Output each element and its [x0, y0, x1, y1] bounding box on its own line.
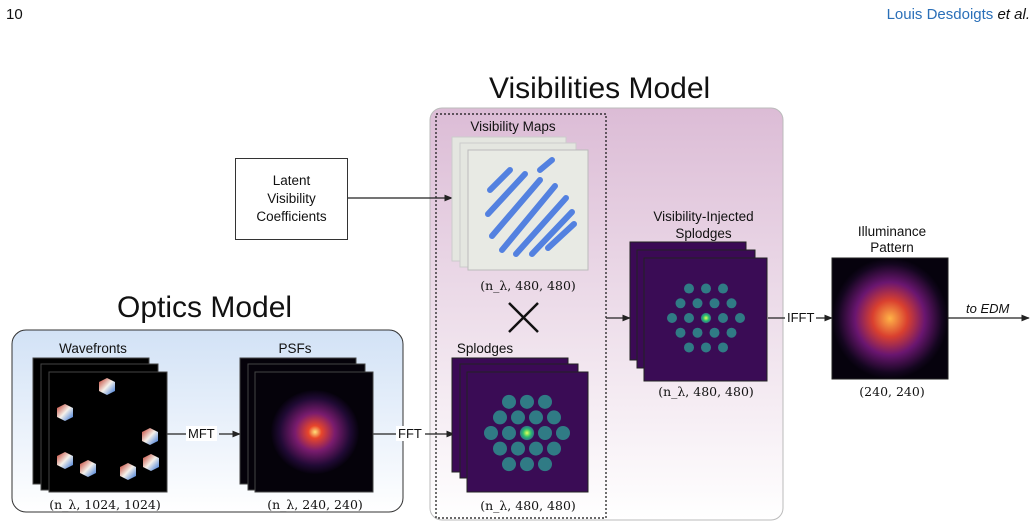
splodge-dot-3	[502, 457, 516, 472]
injected-dot-10	[709, 327, 720, 338]
wavefronts-stack	[32, 357, 168, 493]
wavefronts-shape: (n_λ, 1024, 1024)	[49, 497, 161, 512]
injected-dot-center	[700, 312, 712, 324]
wavefront-hexagons	[57, 378, 159, 480]
splodge-dot-12	[520, 394, 534, 409]
injected-dot-14	[718, 313, 728, 323]
author-link[interactable]: Louis Desdoigts	[886, 6, 994, 23]
injected-dot-2	[675, 327, 686, 338]
latent-line2: Visibility	[267, 191, 316, 206]
latent-line3: Coefficients	[256, 209, 327, 224]
injected-dot-9	[692, 298, 703, 309]
splodge-dot-center	[519, 425, 535, 441]
psfs-shape: (n_λ, 240, 240)	[267, 497, 363, 512]
injected-dot-1	[667, 313, 677, 323]
splodge-dot-17	[547, 410, 561, 425]
injected-stack	[629, 241, 768, 382]
psfs-label: PSFs	[278, 341, 312, 356]
latent-line1: Latent	[272, 173, 311, 188]
splodge-dot-13	[529, 410, 543, 425]
splodge-dot-9	[511, 410, 525, 425]
splodges-label: Splodges	[456, 341, 514, 356]
injected-dot-18	[735, 313, 745, 323]
injected-dot-7	[701, 342, 711, 353]
running-author: Louis Desdoigts et al.	[887, 6, 1030, 23]
splodge-dot-10	[529, 441, 543, 456]
splodge-dot-4	[493, 410, 507, 425]
injected-dots	[667, 283, 745, 353]
injected-dot-15	[726, 327, 737, 338]
splodges-stack	[451, 357, 589, 493]
splodges-shape: (n_λ, 480, 480)	[480, 498, 576, 513]
fft-label: FFT	[396, 426, 424, 441]
visibilities-model-title: Visibilities Model	[489, 72, 711, 105]
illuminance-shape: (240, 240)	[859, 384, 925, 399]
illuminance-image	[831, 257, 949, 380]
injected-dot-4	[675, 298, 686, 309]
injected-dot-11	[718, 342, 728, 353]
injected-dot-6	[692, 327, 703, 338]
visibility-maps-label: Visibility Maps	[470, 119, 556, 134]
splodge-dot-5	[502, 426, 516, 440]
mft-label: MFT	[186, 426, 217, 441]
wavefronts-label: Wavefronts	[59, 341, 127, 356]
injected-dot-3	[684, 342, 694, 353]
page-number: 10	[6, 6, 23, 23]
injected-dot-13	[709, 298, 720, 309]
injected-shape: (n_λ, 480, 480)	[658, 384, 754, 399]
latent-coefficients-box: Latent Visibility Coefficients	[235, 158, 348, 240]
injected-dot-8	[684, 283, 694, 294]
splodge-dot-1	[484, 426, 498, 440]
optics-model-title: Optics Model	[117, 291, 293, 324]
injected-label-1: Visibility-Injected	[653, 209, 754, 224]
visibility-maps-shape: (n_λ, 480, 480)	[480, 278, 576, 293]
to-edm-label: to EDM	[966, 301, 1010, 316]
illuminance-label-2: Pattern	[870, 240, 914, 255]
visibility-map-pattern	[485, 157, 577, 257]
visibility-dotted-box	[435, 113, 607, 519]
splodge-dot-6	[511, 441, 525, 456]
injected-dot-17	[726, 298, 737, 309]
et-al: et al.	[997, 6, 1030, 23]
injected-dot-12	[701, 283, 711, 294]
splodge-dots	[484, 394, 570, 472]
splodge-dot-2	[493, 441, 507, 456]
visibility-maps-stack	[451, 136, 589, 271]
illuminance-label-1: Illuminance	[857, 224, 927, 239]
injected-label-2: Splodges	[675, 226, 732, 241]
injected-dot-5	[684, 313, 694, 323]
splodge-dot-15	[547, 441, 561, 456]
ifft-label: IFFT	[785, 310, 817, 325]
splodge-dot-8	[502, 394, 516, 409]
psf-glow	[271, 390, 359, 474]
splodge-dot-7	[520, 457, 534, 472]
splodge-dot-16	[538, 394, 552, 409]
splodge-dot-18	[556, 426, 570, 440]
splodge-dot-14	[538, 426, 552, 440]
multiply-icon	[508, 302, 539, 333]
injected-dot-16	[718, 283, 728, 294]
splodge-dot-11	[538, 457, 552, 472]
psfs-stack	[239, 357, 374, 493]
